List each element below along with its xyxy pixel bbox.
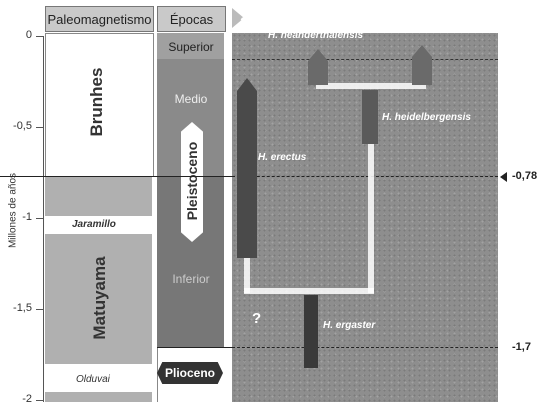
jaramillo-label: Jaramillo — [72, 219, 116, 230]
boundary-17-label: -1,7 — [512, 341, 531, 353]
y-tick-label-15: -1,5 — [13, 302, 32, 314]
boundary-078-arrow-icon — [500, 172, 507, 182]
y-tick-label-0: 0 — [25, 29, 32, 41]
y-tick-05 — [36, 127, 44, 128]
brunhes-band — [45, 33, 154, 177]
brunhes-label: Brunhes — [87, 67, 106, 137]
boundary-078-line — [0, 176, 232, 177]
jaramillo-band — [45, 216, 152, 234]
plioceno-badge — [157, 362, 223, 384]
erectus-arrow — [237, 78, 257, 258]
y-tick-2 — [36, 400, 44, 401]
epochs-header: Épocas — [157, 6, 226, 32]
medio-label: Medio — [174, 92, 208, 106]
y-tick-label-05: -0,5 — [13, 120, 32, 132]
boundary-17-line — [157, 347, 232, 348]
plioceno-label: Plioceno — [164, 366, 215, 380]
y-axis-line — [43, 36, 44, 402]
matuyama-upper-band — [45, 176, 152, 216]
y-tick-label-1: -1 — [22, 211, 32, 223]
y-tick-label-2: -2 — [22, 393, 32, 405]
matuyama-band — [45, 234, 152, 364]
y-tick-1 — [36, 218, 44, 219]
upper-branch — [316, 83, 426, 89]
matuyama-lower-band — [45, 392, 152, 402]
neanderthalensis-label: H. neanderthalensis — [268, 30, 364, 41]
pleistoceno-label: Pleistoceno — [184, 141, 200, 221]
heidelbergensis-link — [368, 143, 374, 293]
sapiens-label: H. sapiens — [398, 18, 449, 29]
heidelbergensis-label: H. heidelbergensis — [382, 112, 471, 123]
superior-band — [157, 33, 224, 59]
y-tick-0 — [36, 36, 44, 37]
boundary-078-label: -0,78 — [512, 170, 538, 182]
heidelbergensis-bar — [362, 90, 378, 144]
sapiens-arrow — [412, 45, 432, 85]
neanderthalensis-arrow — [308, 49, 328, 85]
erectus-label: H. erectus — [258, 152, 307, 163]
lower-branch — [244, 288, 374, 294]
paleomagnetism-header: Paleomagnetismo — [45, 6, 154, 32]
ergaster-bar — [304, 295, 318, 368]
header-arrow-icon — [232, 8, 244, 28]
bottom-question-mark: ? — [252, 310, 262, 327]
superior-dashed-line — [232, 59, 498, 60]
y-tick-15 — [36, 309, 44, 310]
matuyama-label: Matuyama — [90, 256, 109, 340]
olduvai-band — [45, 364, 152, 392]
top-question-mark: ? — [240, 14, 250, 31]
inferior-label: Inferior — [172, 272, 210, 286]
boundary-17-dashed-line — [232, 347, 498, 348]
boundary-078-dashed-line — [232, 176, 498, 177]
olduvai-label: Olduvai — [76, 374, 110, 385]
phylogeny-tree — [237, 45, 432, 368]
superior-label: Superior — [168, 40, 214, 54]
erectus-link — [244, 253, 250, 293]
ergaster-label: H. ergaster — [323, 320, 376, 331]
pleistoceno-badge — [181, 122, 203, 242]
